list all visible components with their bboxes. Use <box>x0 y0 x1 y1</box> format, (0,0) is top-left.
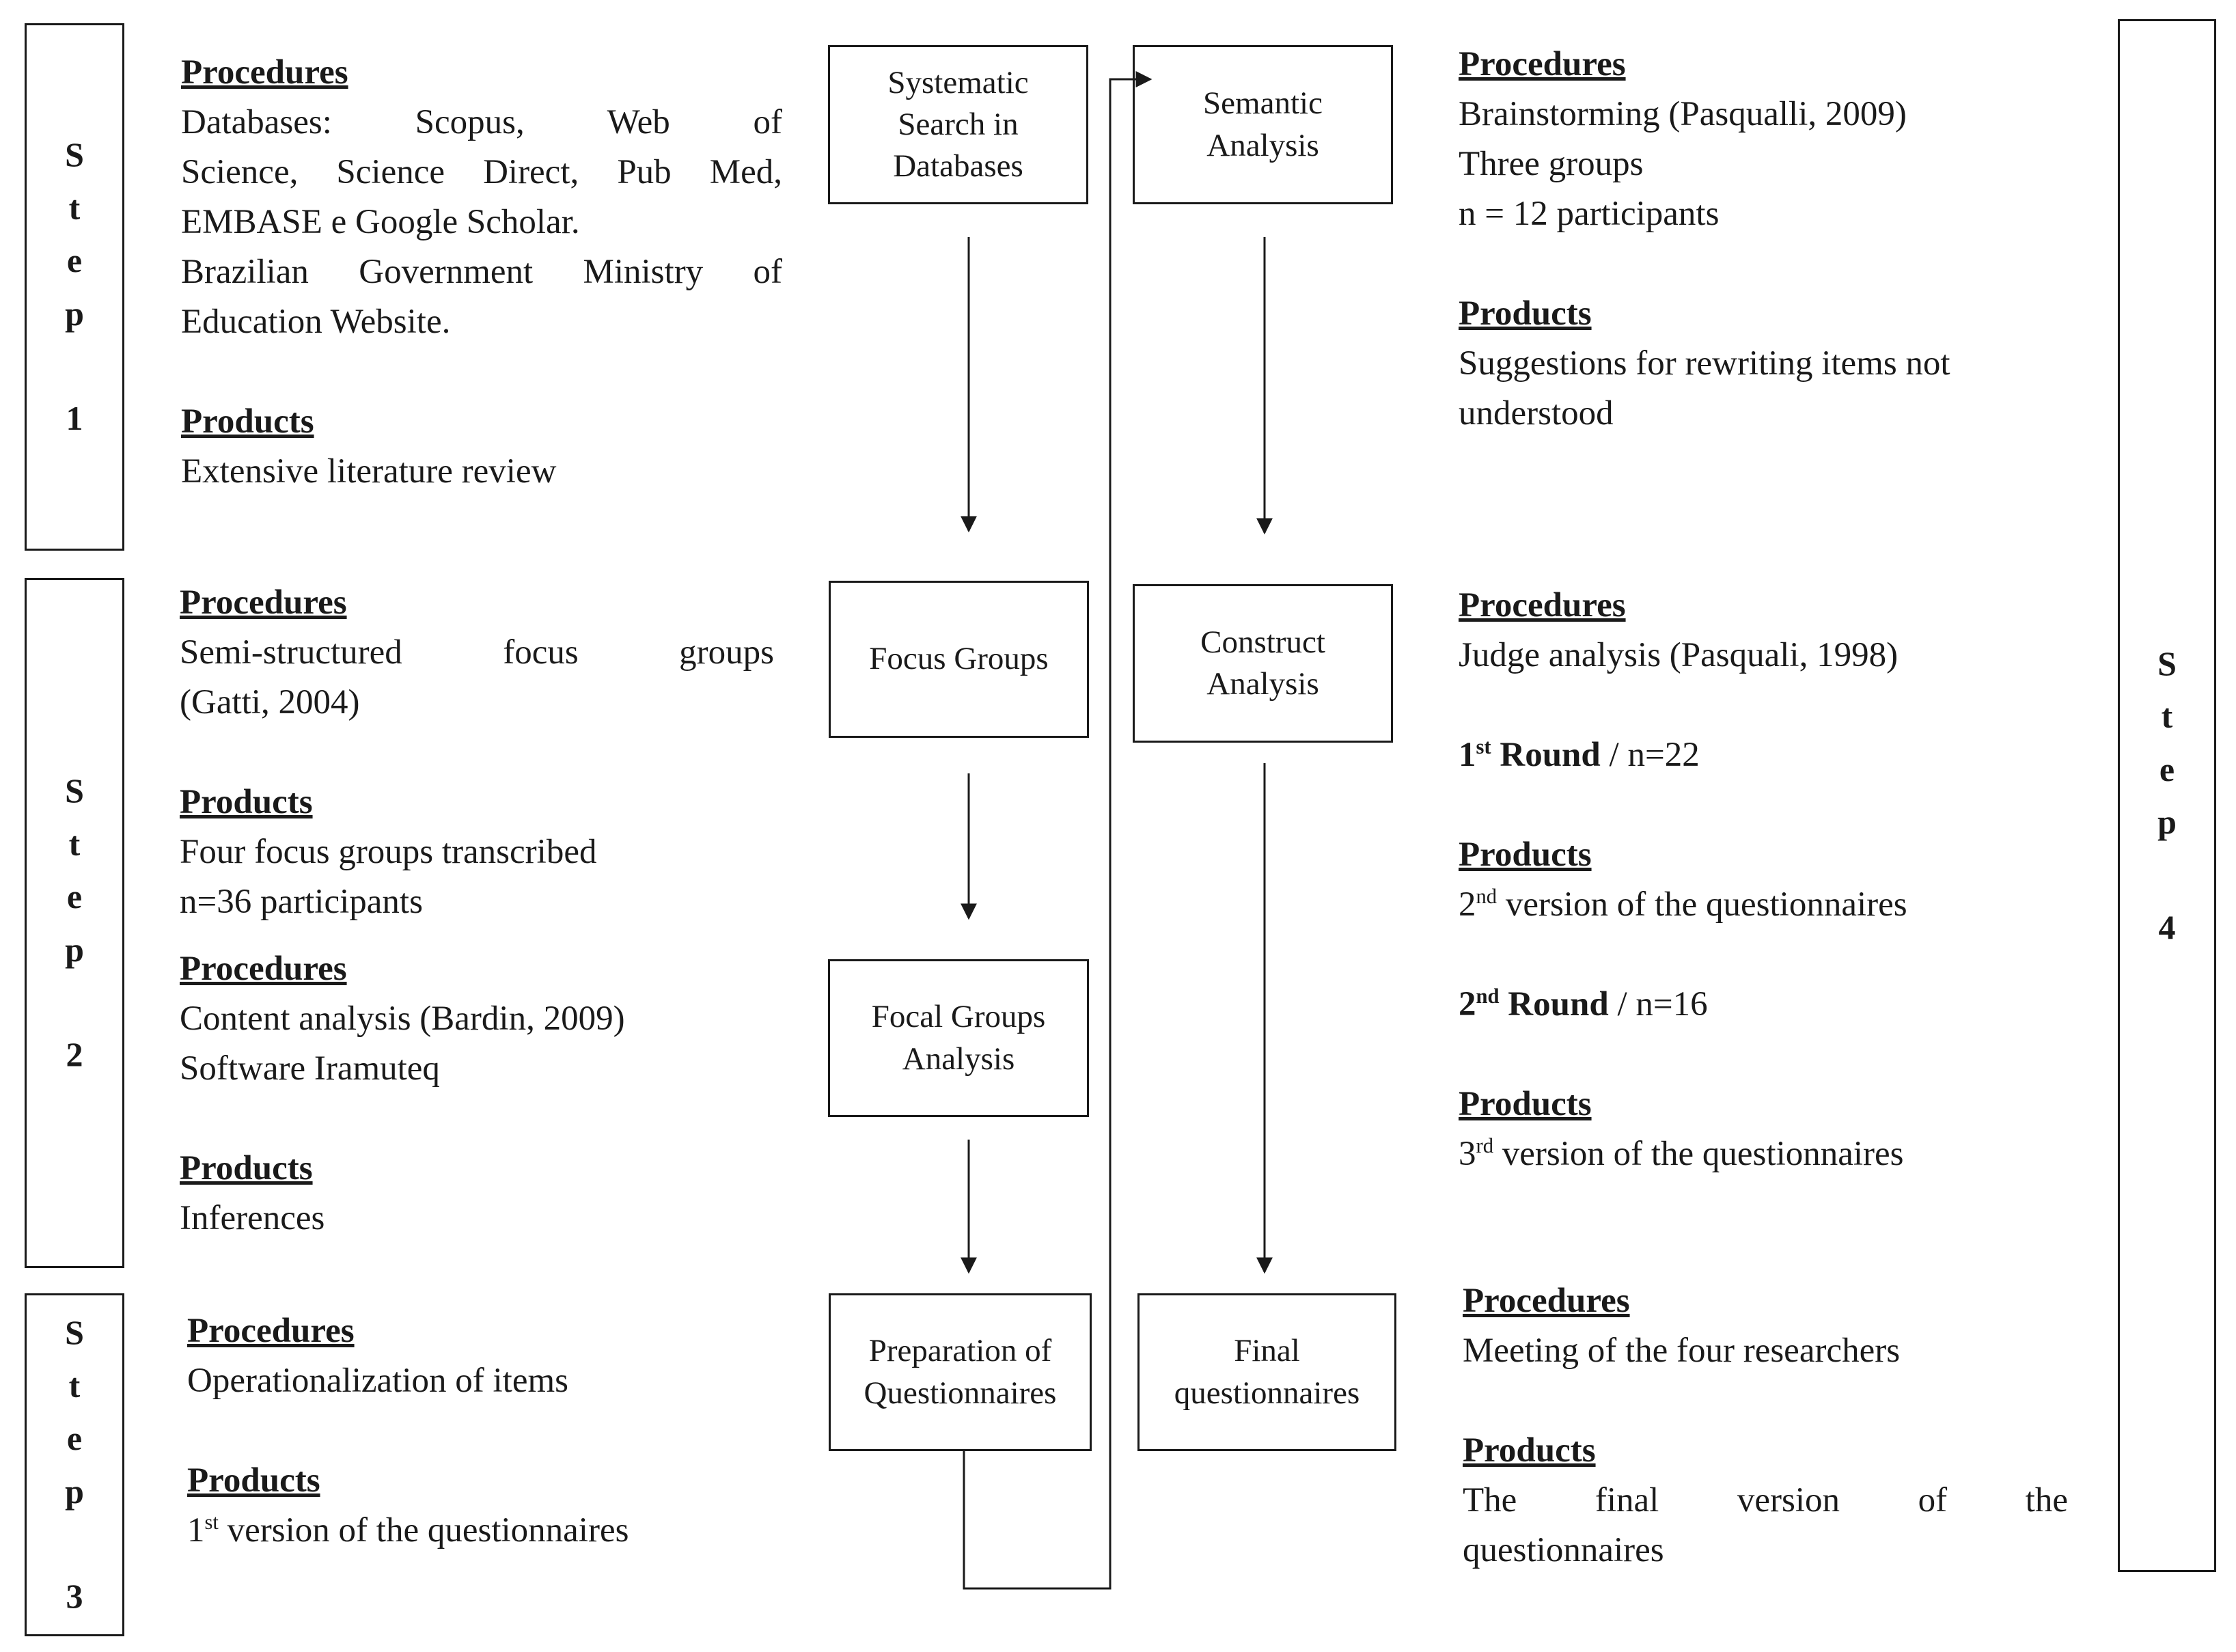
flow-box-final-questionnaires: Final questionnaires <box>1137 1293 1396 1451</box>
flow-text-line: Questionnaires <box>864 1375 1057 1411</box>
semantic-procedures-heading: Procedures <box>1459 45 1626 83</box>
step-2b-products-heading: Products <box>180 1149 313 1187</box>
semantic-analysis-description: Procedures Brainstorming (Pasqualli, 200… <box>1459 40 2073 439</box>
step-2-letter-e: e <box>66 877 83 916</box>
step-2-procedures-line: (Gatti, 2004) <box>180 683 360 721</box>
step-1-products-line: Extensive literature review <box>181 452 557 491</box>
flow-text-line: Analysis <box>1206 666 1319 702</box>
step-1-procedures-line: Brazilian Government Ministry of <box>181 253 782 291</box>
step-3-letter-s: S <box>65 1313 84 1352</box>
construct-products-1-line: 2nd version of the questionnaires <box>1459 885 1907 924</box>
flow-text-line: Focal Groups <box>871 999 1046 1035</box>
construct-round-1: 1st Round / n=22 <box>1459 735 1700 774</box>
step-3-letter-t: t <box>68 1366 81 1405</box>
flow-text-line: Semantic <box>1203 85 1323 122</box>
flow-text-line: Preparation of <box>868 1333 1052 1369</box>
semantic-products-line: understood <box>1459 394 1614 432</box>
step-2-products-line: Four focus groups transcribed <box>180 833 597 871</box>
flow-text-line: Analysis <box>902 1041 1015 1077</box>
step-2-analysis-description: Procedures Content analysis (Bardin, 200… <box>180 944 774 1243</box>
step-2b-products-line: Inferences <box>180 1199 325 1237</box>
step-3-products-heading: Products <box>187 1461 320 1500</box>
step-1-procedures-line: EMBASE e Google Scholar. <box>181 203 580 241</box>
flow-text-line: Final <box>1234 1333 1300 1369</box>
connector-preparation-to-semantic <box>963 71 1152 1590</box>
construct-round-2: 2nd Round / n=16 <box>1459 985 1708 1023</box>
step-2-products-heading: Products <box>180 783 313 821</box>
final-procedures-line: Meeting of the four researchers <box>1463 1332 1901 1370</box>
step-2-procedures-heading: Procedures <box>180 583 347 622</box>
step-4-number: 4 <box>2158 907 2176 946</box>
flow-text-line: questionnaires <box>1174 1375 1360 1411</box>
flow-box-construct-analysis: Construct Analysis <box>1133 584 1393 743</box>
semantic-procedures-line: Three groups <box>1459 145 1644 183</box>
final-products-line: questionnaires <box>1463 1531 1664 1569</box>
flow-text-line: Systematic <box>887 64 1029 100</box>
flow-text-line: Databases <box>893 148 1023 184</box>
step-2-label: S t e p 2 <box>25 578 124 1268</box>
step-1-procedures-line: Science, Science Direct, Pub Med, <box>181 153 782 191</box>
construct-procedures-line: Judge analysis (Pasquali, 1998) <box>1459 636 1899 674</box>
flow-text-line: Construct <box>1200 624 1325 660</box>
semantic-products-heading: Products <box>1459 294 1592 333</box>
flow-text-line: Focus Groups <box>869 641 1049 677</box>
flow-box-focus-groups: Focus Groups <box>829 581 1089 738</box>
step-3-letter-p: p <box>65 1472 84 1511</box>
flow-box-systematic-search: Systematic Search in Databases <box>828 45 1088 204</box>
final-procedures-heading: Procedures <box>1463 1282 1630 1320</box>
flow-box-preparation-of-questionnaires: Preparation of Questionnaires <box>829 1293 1092 1451</box>
step-2-letter-s: S <box>65 771 84 810</box>
final-products-line: The final version of the <box>1463 1481 2068 1519</box>
construct-products-2-heading: Products <box>1459 1085 1592 1123</box>
step-2-procedures-line: Semi-structured focus groups <box>180 633 774 672</box>
step-1-procedures-line: Databases: Scopus, Web of <box>181 103 782 141</box>
semantic-procedures-line: Brainstorming (Pasqualli, 2009) <box>1459 95 1907 133</box>
final-products-heading: Products <box>1463 1431 1596 1470</box>
step-2-letter-p: p <box>65 930 84 969</box>
step-4-letter-p: p <box>2157 803 2177 842</box>
step-1-procedures-heading: Procedures <box>181 53 348 92</box>
construct-analysis-description: Procedures Judge analysis (Pasquali, 199… <box>1459 581 2073 1179</box>
step-1-label: S t e p 1 <box>25 23 124 551</box>
step-4-letter-s: S <box>2157 644 2177 683</box>
step-2-products-line: n=36 participants <box>180 883 423 921</box>
step-2-letter-t: t <box>68 824 81 863</box>
construct-products-1-heading: Products <box>1459 836 1592 874</box>
step-4-letter-t: t <box>2161 697 2173 736</box>
step-4-letter-e: e <box>2159 749 2175 788</box>
step-3-procedures-heading: Procedures <box>187 1312 355 1350</box>
step-1-products-heading: Products <box>181 402 314 441</box>
step-1-number: 1 <box>66 399 83 438</box>
step-3-description: Procedures Operationalization of items P… <box>187 1306 782 1556</box>
step-2b-procedures-heading: Procedures <box>180 950 347 988</box>
step-2-focus-groups-description: Procedures Semi-structured focus groups … <box>180 578 774 927</box>
step-3-number: 3 <box>66 1577 83 1616</box>
final-questionnaires-description: Procedures Meeting of the four researche… <box>1463 1276 2068 1575</box>
semantic-procedures-line: n = 12 participants <box>1459 195 1720 233</box>
flow-box-focal-groups-analysis: Focal Groups Analysis <box>828 959 1089 1117</box>
semantic-products-line: Suggestions for rewriting items not <box>1459 344 1950 383</box>
step-3-letter-e: e <box>66 1419 83 1458</box>
step-3-procedures-line: Operationalization of items <box>187 1362 568 1400</box>
step-4-label: S t e p 4 <box>2118 19 2216 1572</box>
step-1-letter-s: S <box>65 135 84 174</box>
step-3-label: S t e p 3 <box>25 1293 124 1636</box>
step-2b-procedures-line: Software Iramuteq <box>180 1049 440 1088</box>
construct-procedures-heading: Procedures <box>1459 586 1626 624</box>
step-1-description: Procedures Databases: Scopus, Web of Sci… <box>181 48 782 497</box>
step-1-letter-p: p <box>65 294 84 333</box>
step-1-letter-e: e <box>66 241 83 280</box>
flow-box-semantic-analysis: Semantic Analysis <box>1133 45 1393 204</box>
flow-text-line: Analysis <box>1206 127 1319 163</box>
step-2-number: 2 <box>66 1035 83 1074</box>
construct-products-2-line: 3rd version of the questionnaires <box>1459 1134 1904 1173</box>
step-2b-procedures-line: Content analysis (Bardin, 2009) <box>180 1000 625 1038</box>
step-1-procedures-line: Education Website. <box>181 303 451 341</box>
step-3-products-line: 1st version of the questionnaires <box>187 1511 629 1550</box>
step-1-letter-t: t <box>68 188 81 227</box>
flow-text-line: Search in <box>898 106 1019 142</box>
